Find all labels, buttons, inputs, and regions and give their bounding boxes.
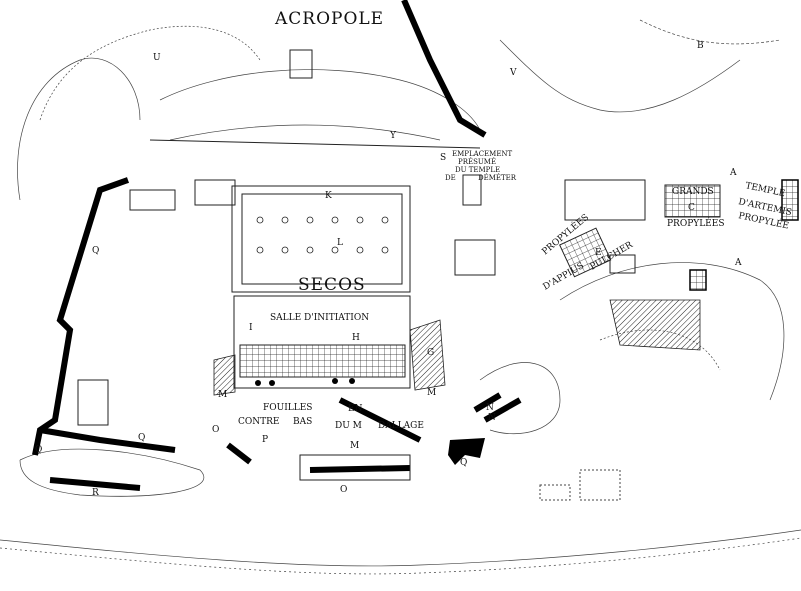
key-G: G <box>427 348 434 358</box>
key-Q: Q <box>35 445 42 455</box>
buildings <box>77 49 799 501</box>
key-L: L <box>337 238 343 248</box>
label-de: DE <box>445 174 456 182</box>
key-K: K <box>325 191 332 201</box>
label-dallage: DALLAGE <box>378 421 424 431</box>
shoreline <box>0 529 801 567</box>
key-U: U <box>153 53 161 63</box>
label-bas: BAS <box>293 417 312 427</box>
label-temple: TEMPLE <box>744 181 786 199</box>
label-contre: CONTRE <box>238 417 280 427</box>
key-I: I <box>249 323 253 333</box>
city-walls <box>32 0 487 491</box>
label-salle-initiation: SALLE D'INITIATION <box>270 313 369 323</box>
key-Q: Q <box>460 458 467 468</box>
label-du-temple: DU TEMPLE <box>455 166 500 174</box>
key-C: C <box>688 203 695 213</box>
key-E: E <box>595 248 602 258</box>
key-N: N <box>486 403 494 413</box>
label-demeter: DÉMÉTER <box>478 173 517 182</box>
secos-telesterion <box>213 185 446 396</box>
key-N: N <box>488 413 496 423</box>
label-en: EN <box>348 404 363 414</box>
key-A: A <box>729 168 737 178</box>
label-secos: SECOS <box>298 275 366 295</box>
label-propylees: PROPYLÉES <box>667 217 725 229</box>
key-B: B <box>697 41 704 51</box>
label-acropole: ACROPOLE <box>274 9 384 29</box>
label-fouilles: FOUILLES <box>263 403 312 413</box>
key-A: A <box>734 258 742 268</box>
key-P: P <box>262 435 268 445</box>
key-Q: Q <box>138 433 145 443</box>
key-V: V <box>509 68 517 78</box>
key-H: H <box>352 333 360 343</box>
letter-keys: A A B C E G H I K L M M M N N O O P Q Q … <box>35 41 742 498</box>
key-M: M <box>427 388 436 398</box>
label-emplacement: EMPLACEMENT <box>452 150 513 158</box>
label-du-m: DU M <box>335 421 362 431</box>
label-presume: PRÉSUMÉ <box>458 157 496 166</box>
key-Q: Q <box>92 246 99 256</box>
key-O: O <box>212 425 219 435</box>
key-R: R <box>92 488 99 498</box>
label-dappius: D'APPIUS <box>542 261 586 292</box>
key-S: S <box>440 153 446 163</box>
label-grands: GRANDS <box>672 187 714 197</box>
key-Y: Y <box>389 131 397 141</box>
key-M: M <box>350 441 359 451</box>
key-M: M <box>218 390 227 400</box>
key-O: O <box>340 485 347 495</box>
